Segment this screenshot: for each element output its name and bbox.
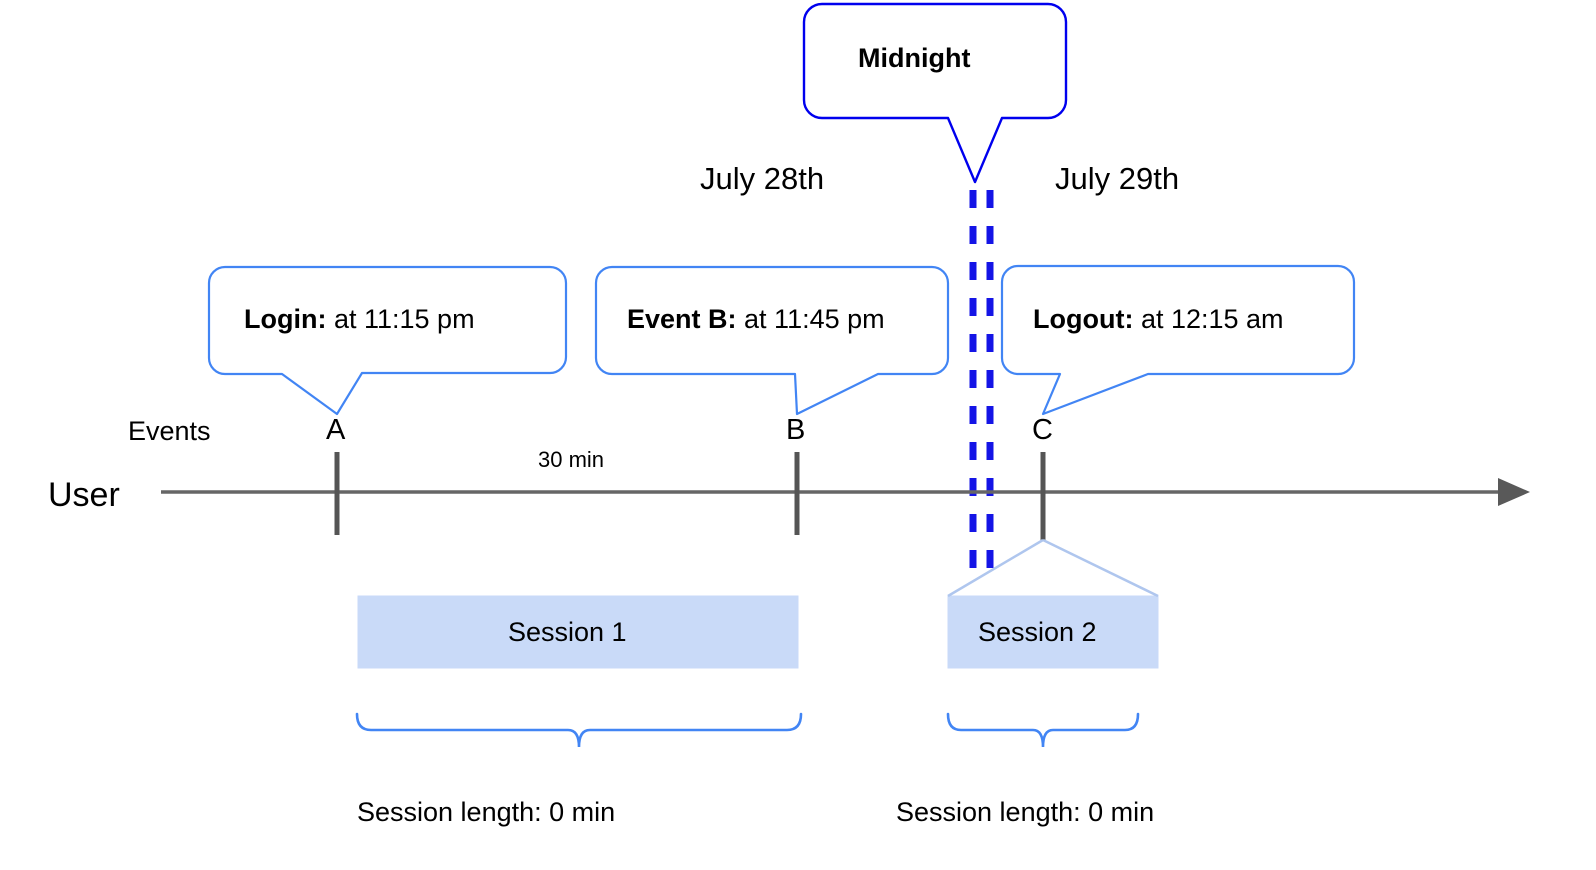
event-letter-a: A [326, 414, 346, 446]
midnight-label: Midnight [858, 43, 971, 73]
login-callout-rest: at 11:15 pm [326, 304, 475, 334]
date-label-july-28: July 28th [700, 161, 825, 196]
event-letter-c: C [1032, 414, 1053, 446]
session-2-length-label: Session length: 0 min [896, 797, 1155, 827]
eventb-callout-label: Event B: at 11:45 pm [627, 306, 885, 333]
logout-callout-label: Logout: at 12:15 am [1033, 306, 1284, 333]
eventb-callout-bold: Event B: [627, 304, 737, 334]
session-2-connector-right [1042, 538, 1159, 598]
eventb-callout-shape [594, 265, 950, 416]
logout-callout-shape [1000, 264, 1356, 416]
session-1-block [357, 595, 799, 669]
timeline-arrow-head [1498, 478, 1530, 506]
login-callout-shape [207, 265, 568, 416]
date-label-july-29: July 29th [1055, 161, 1180, 196]
logout-callout-rest: at 12:15 am [1133, 304, 1284, 334]
user-row-label: User [48, 476, 120, 514]
midnight-callout-shape [802, 2, 1068, 184]
session-1-label: Session 1 [508, 617, 627, 647]
logout-callout-bold: Logout: [1033, 304, 1134, 334]
login-callout-bold: Login: [244, 304, 327, 334]
session-2-connector-left [947, 538, 1044, 598]
login-callout-label: Login: at 11:15 pm [244, 306, 475, 333]
event-letter-b: B [786, 414, 806, 446]
events-row-label: Events [128, 416, 211, 446]
session-2-label: Session 2 [978, 617, 1097, 647]
session-2-brace [946, 712, 1140, 748]
session-1-brace [355, 712, 803, 748]
eventb-callout-rest: at 11:45 pm [736, 304, 885, 334]
session-1-length-label: Session length: 0 min [357, 797, 616, 827]
interval-label-30-min: 30 min [538, 447, 605, 472]
session-2-block [947, 595, 1159, 669]
